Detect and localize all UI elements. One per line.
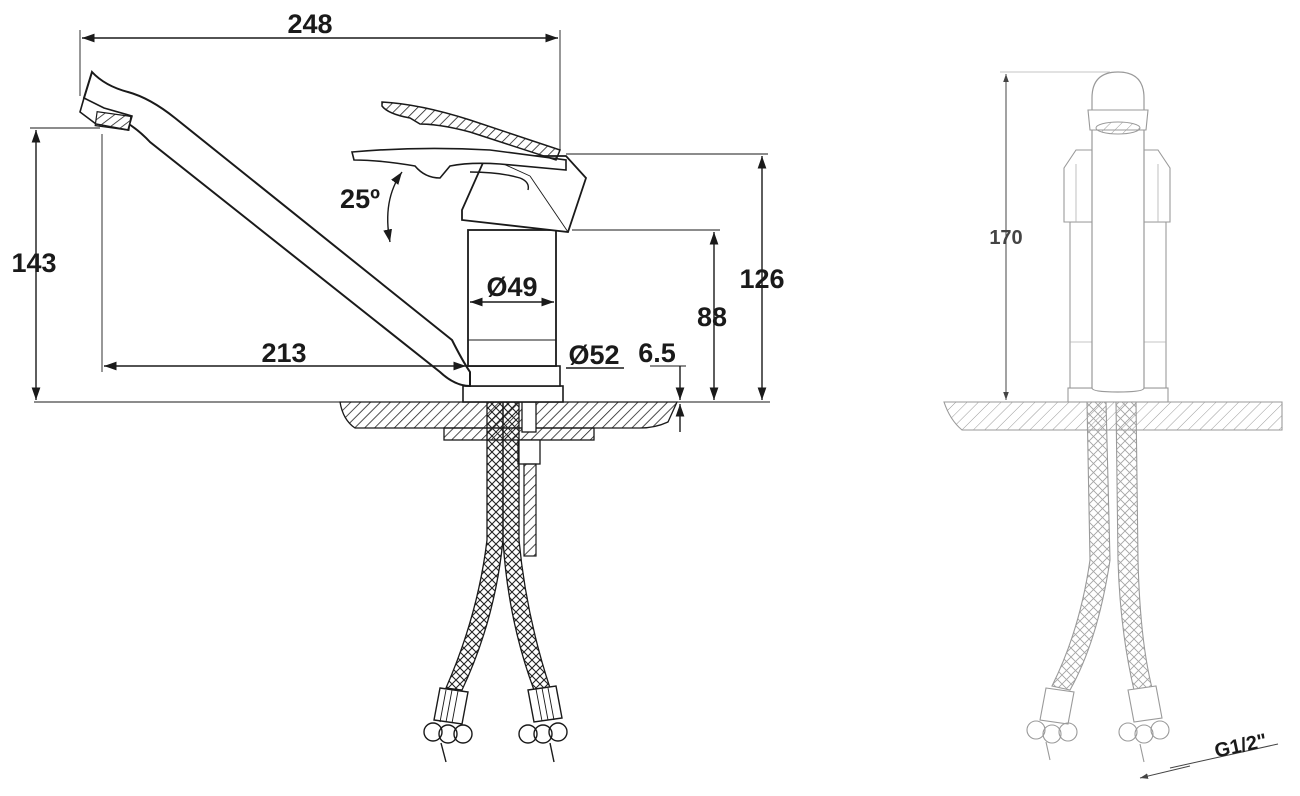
- front-spout: [1087, 71, 1149, 393]
- dimension-total-height-side: 126: [566, 153, 785, 400]
- dimension-spout-reach: 213: [101, 134, 466, 372]
- lever-handle-closed: [350, 147, 567, 191]
- front-countertop-section: [943, 401, 1283, 431]
- dimension-body-height-label: 88: [697, 302, 727, 332]
- dimension-total-height-front-label: 170: [989, 227, 1022, 249]
- dimension-total-height-front: 170: [989, 71, 1110, 400]
- supply-hose-right: [502, 401, 568, 763]
- dimension-spout-height-label: 143: [11, 248, 56, 278]
- front-supply-hose-left: [1026, 401, 1111, 761]
- dimension-body-diameter-label: Ø49: [486, 272, 537, 302]
- spout: [79, 70, 471, 388]
- dimension-overall-reach-label: 248: [287, 9, 332, 39]
- dimension-overall-reach: 248: [79, 9, 561, 150]
- countertop-section: [34, 401, 770, 429]
- dimension-total-height-side-label: 126: [739, 264, 784, 294]
- dimension-spout-reach-label: 213: [261, 338, 306, 368]
- lever-angle-indicator: [383, 171, 403, 243]
- dimension-base-diameter: Ø52: [566, 340, 624, 370]
- lever-handle-open: [381, 101, 561, 161]
- supply-hose-left: [423, 401, 504, 763]
- dimension-base-thickness: 6.5: [638, 338, 686, 432]
- dimension-base-thickness-label: 6.5: [638, 338, 676, 368]
- dimension-lever-angle-label: 25º: [340, 184, 380, 214]
- dimension-spout-height: 143: [11, 127, 100, 400]
- front-view: 170 G1/2": [943, 71, 1283, 779]
- dimension-body-height: 88: [572, 229, 727, 400]
- front-supply-hose-right: [1115, 401, 1170, 763]
- dimension-body-diameter: Ø49: [470, 272, 554, 307]
- dimension-connection-thread: G1/2": [1139, 730, 1279, 779]
- lever-cartridge-housing: [461, 155, 588, 233]
- side-view: 248 143 213 Ø49 Ø52 6.5: [11, 9, 785, 763]
- faucet-base: [462, 365, 564, 403]
- threaded-stud: [517, 401, 541, 557]
- dimension-connection-thread-label: G1/2": [1213, 730, 1269, 763]
- dimension-base-diameter-label: Ø52: [568, 340, 619, 370]
